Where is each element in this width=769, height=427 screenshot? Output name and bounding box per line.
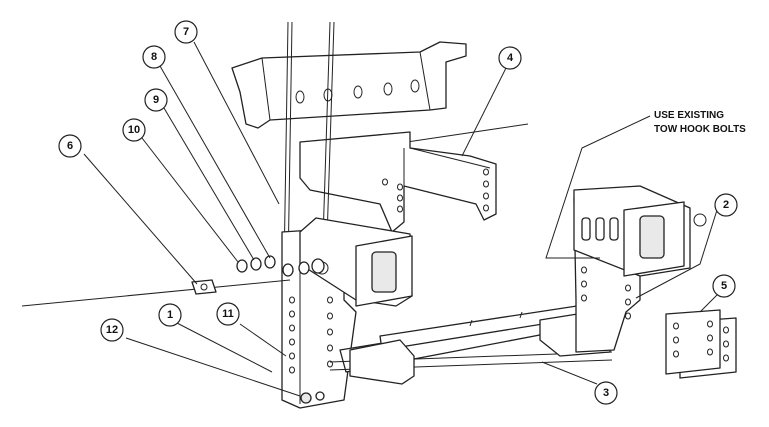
callout-10: 10: [122, 118, 146, 142]
callout-2-label: 2: [723, 199, 729, 211]
part-3-crossbar: [329, 303, 613, 385]
note-line-1: USE EXISTING: [654, 110, 724, 121]
callout-9: 9: [144, 88, 168, 112]
leader-lines: [83, 41, 719, 397]
hardware-washers-nuts: [236, 255, 325, 277]
note-line-2: TOW HOOK BOLTS: [654, 124, 746, 135]
callout-12-label: 12: [106, 324, 118, 336]
callout-3-label: 3: [603, 387, 609, 399]
part-5-spacer-plates: [665, 309, 737, 379]
callout-8: 8: [142, 45, 166, 69]
callout-4: 4: [498, 46, 522, 70]
frame-crossmember: [231, 41, 467, 129]
callout-12: 12: [100, 318, 124, 342]
callout-6: 6: [58, 134, 82, 158]
callout-7: 7: [174, 20, 198, 44]
callout-1-label: 1: [167, 309, 173, 321]
callout-4-label: 4: [507, 52, 514, 64]
callout-8-label: 8: [151, 51, 157, 63]
callout-1: 1: [158, 303, 182, 327]
callout-10-label: 10: [128, 124, 140, 136]
callout-5-label: 5: [721, 280, 727, 292]
part-6-nut-plate: [21, 279, 291, 307]
callout-11: 11: [216, 302, 240, 326]
callout-5: 5: [712, 274, 736, 298]
callout-6-label: 6: [67, 140, 73, 152]
callout-3: 3: [594, 381, 618, 405]
part-4-upper-bracket: [299, 131, 497, 233]
callout-2: 2: [714, 193, 738, 217]
callout-9-label: 9: [153, 94, 159, 106]
callout-7-label: 7: [183, 26, 189, 38]
tow-hook-note: USE EXISTING TOW HOOK BOLTS: [654, 110, 746, 135]
part-12-bottom-bolt: [300, 391, 325, 404]
callout-11-label: 11: [222, 308, 234, 320]
left-receiver-box: [283, 217, 413, 307]
part-2-right-bracket: [573, 185, 707, 353]
